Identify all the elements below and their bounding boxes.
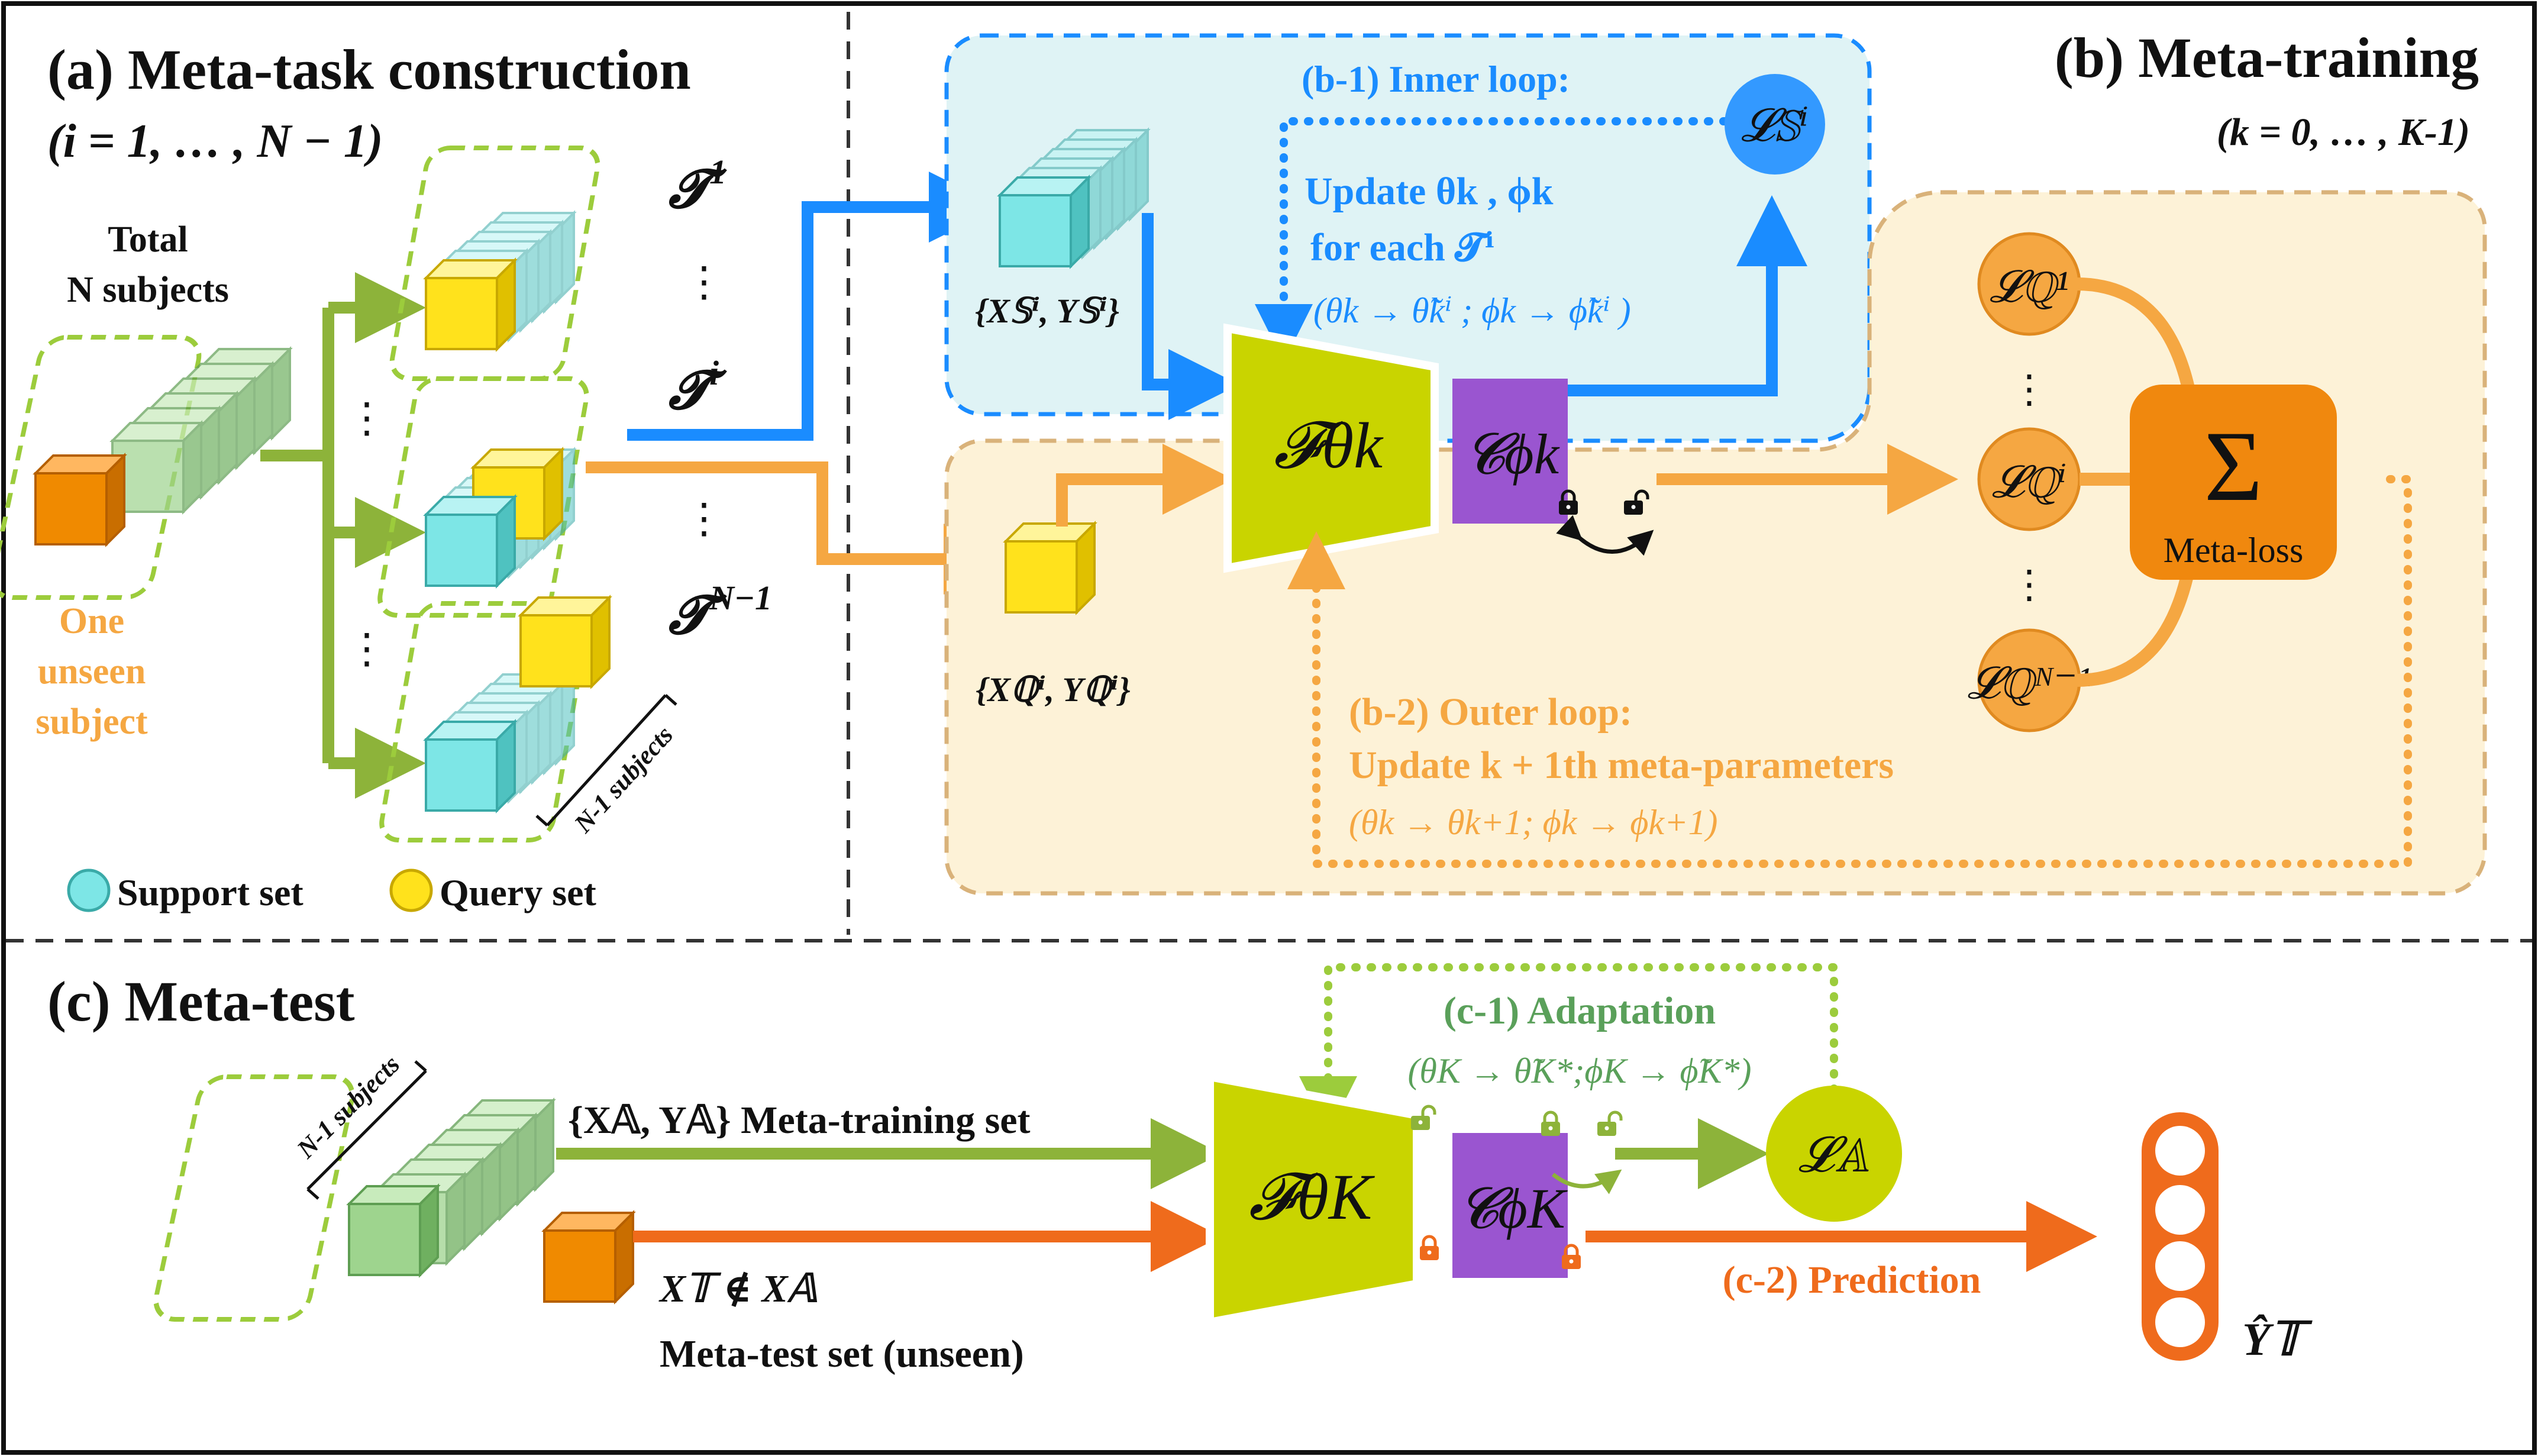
inner-loss-label: 𝓛𝕊ⁱ — [1741, 99, 1809, 151]
support-to-extractor-arrow — [1142, 213, 1239, 420]
meta-training-cube — [348, 1185, 439, 1276]
outer-loop-region — [944, 190, 2487, 896]
section-a-title: (a) Meta-task construction — [47, 38, 691, 101]
section-a-range: (i = 1, … , N − 1) — [47, 115, 383, 167]
classifier-to-inner-loss-arrow — [1568, 195, 1807, 396]
test-feature-extractor — [1206, 1071, 1421, 1328]
meta-test-cube — [543, 1212, 634, 1303]
vdots-b2: ⋮ — [2010, 563, 2049, 606]
adapt-loss-node — [1766, 1086, 1902, 1222]
inner-loss-node — [1725, 74, 1825, 175]
vdots-a1: ⋮ — [346, 396, 388, 441]
query-loss-1-label: 𝓛ℚ¹ — [1990, 262, 2069, 312]
inner-loop-region — [944, 33, 1872, 443]
query-loss-n-label: 𝓛ℚᴺ⁻¹ — [1968, 658, 2091, 708]
total-subjects-line1: Total — [108, 219, 188, 260]
task-i-support-cube — [425, 496, 516, 587]
sum-label: Meta-loss — [2164, 531, 2304, 570]
unseen-subject-cube — [34, 454, 125, 545]
extractor-unlock-icon — [1411, 1106, 1435, 1130]
meta-test-label: Meta-test set (unseen) — [660, 1332, 1024, 1376]
subjects-bracket-label: N-1 subjects — [568, 721, 679, 839]
meta-query-cube — [1005, 522, 1096, 614]
vdots-a4: ⋮ — [683, 496, 725, 542]
task-1-label: 𝓣1 — [669, 153, 727, 219]
test-feature-extractor-label: 𝓕θK — [1249, 1161, 1375, 1233]
support-flow-arrow — [627, 172, 1000, 441]
query-flow-arrow — [586, 461, 1015, 595]
section-c: (c) Meta-test N-1 subjects {X𝔸, Y𝔸} Meta… — [47, 963, 2313, 1376]
inner-loop-line3: (θk → θ̃kⁱ ; ϕk → ϕ̃kⁱ ) — [1313, 291, 1631, 330]
meta-loss-sum — [2130, 385, 2337, 580]
sum-symbol: Σ — [2204, 411, 2263, 522]
support-set-label: {X𝕊ⁱ, Y𝕊ⁱ} — [975, 292, 1119, 330]
task-n-label: 𝓣N−1 — [669, 579, 772, 645]
legend-support-label: Support set — [117, 871, 303, 913]
section-a: (a) Meta-task construction (i = 1, … , N… — [0, 38, 1015, 913]
test-classifier — [1452, 1133, 1568, 1278]
inner-loop-feedback-arrow — [1255, 117, 1729, 362]
outer-loop-feedback-arrow — [1287, 475, 2412, 868]
section-b: (b) Meta-training (k = 0, … , K-1) {X𝕊ⁱ,… — [944, 26, 2487, 896]
query-loss-i-label: 𝓛ℚⁱ — [1992, 457, 2066, 507]
adaptation-feedback-path — [1324, 963, 1838, 1113]
outer-loop-title: (b-2) Outer loop: — [1349, 690, 1632, 734]
meta-test-formula: X𝕋 ∉ X𝔸 — [658, 1267, 818, 1310]
extractor-lock-icon — [1420, 1237, 1439, 1260]
total-subjects-stack — [0, 335, 291, 600]
output-label: Ŷ𝕋 — [2242, 1313, 2313, 1365]
classifier-label: 𝓒ϕk — [1464, 422, 1561, 486]
meta-support-cube — [999, 176, 1090, 267]
task-i-stack — [377, 376, 589, 618]
task-n-support-cube — [425, 721, 516, 812]
legend: Support set Query set — [67, 869, 597, 913]
outer-loop-line1: Update k + 1th meta-parameters — [1349, 744, 1894, 787]
output-vector — [2142, 1112, 2219, 1361]
legend-query-swatch — [389, 869, 433, 912]
meta-training-set-label: {X𝔸, Y𝔸} Meta-training set — [568, 1099, 1031, 1142]
task-1-stack — [389, 146, 600, 381]
section-c-title: (c) Meta-test — [47, 970, 355, 1033]
unseen-line2: unseen — [38, 651, 146, 692]
classifier — [1452, 379, 1568, 524]
task-1-query-cube — [425, 259, 516, 350]
prediction-label: (c-2) Prediction — [1723, 1258, 1981, 1302]
outer-loop-line2: (θk → θk+1; ϕk → ϕk+1) — [1349, 803, 1718, 842]
vdots-a2: ⋮ — [346, 627, 388, 672]
query-to-extractor-arrow — [1056, 444, 1234, 527]
task-split-arrows — [260, 272, 426, 799]
vdots-b1: ⋮ — [2010, 368, 2049, 411]
inner-loop-line1: Update θk , ϕk — [1304, 170, 1554, 213]
loss-to-sum-links — [2076, 277, 2195, 687]
feature-extractor — [1223, 323, 1439, 573]
query-set-label: {Xℚⁱ, Yℚⁱ} — [976, 670, 1131, 709]
section-b-range: (k = 0, … , K-1) — [2217, 111, 2470, 154]
total-subjects-line2: N subjects — [67, 270, 229, 310]
classifier-unlock-icon — [1597, 1112, 1621, 1136]
task-i-label: 𝓣i — [669, 354, 727, 420]
vdots-a3: ⋮ — [683, 260, 725, 305]
adaptation-title: (c-1) Adaptation — [1444, 989, 1716, 1032]
inner-loop-line2: for each 𝓣ⁱ — [1310, 226, 1494, 269]
task-n-stack — [379, 596, 611, 842]
unseen-line1: One — [59, 601, 124, 641]
classifier-lock-red-icon — [1562, 1245, 1581, 1269]
legend-query-label: Query set — [440, 871, 597, 913]
section-b-title: (b) Meta-training — [2055, 26, 2479, 89]
feature-extractor-label: 𝓕θk — [1274, 409, 1384, 482]
legend-support-swatch — [67, 869, 111, 912]
task-n-query-cube — [519, 596, 611, 687]
inner-loop-title: (b-1) Inner loop: — [1302, 58, 1570, 100]
test-classifier-label: 𝓒ϕK — [1458, 1177, 1568, 1240]
meta-training-stack — [153, 1074, 554, 1322]
adaptation-line: (θK → θ̃K*;ϕK → ϕ̃K*) — [1407, 1051, 1751, 1090]
adapt-loss-label: 𝓛𝔸 — [1798, 1128, 1870, 1183]
unseen-line3: subject — [35, 702, 148, 742]
test-lock-toggle-arrow — [1551, 1169, 1622, 1194]
lock-toggle-arrow — [1556, 515, 1654, 556]
classifier-lock-icon — [1541, 1112, 1560, 1136]
